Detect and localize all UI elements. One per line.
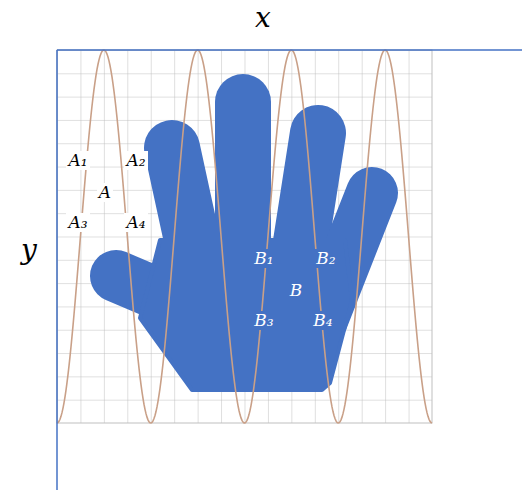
hand-shape bbox=[116, 102, 372, 390]
point-label: B₂ bbox=[314, 249, 337, 268]
point-label: A₁ bbox=[66, 151, 89, 170]
point-label: A₂ bbox=[124, 151, 147, 170]
point-label: B bbox=[288, 281, 305, 300]
x-axis bbox=[57, 49, 522, 51]
sine-curve bbox=[57, 50, 432, 423]
y-axis bbox=[56, 50, 58, 490]
point-label: A bbox=[97, 183, 113, 202]
point-label: A₄ bbox=[124, 213, 147, 232]
point-label: B₃ bbox=[252, 311, 275, 330]
point-label: B₄ bbox=[311, 311, 334, 330]
point-label: B₁ bbox=[252, 249, 275, 268]
axis-label: x bbox=[253, 3, 273, 33]
axis-label: y bbox=[19, 235, 39, 265]
grid bbox=[57, 50, 432, 423]
point-label: A₃ bbox=[66, 213, 89, 232]
